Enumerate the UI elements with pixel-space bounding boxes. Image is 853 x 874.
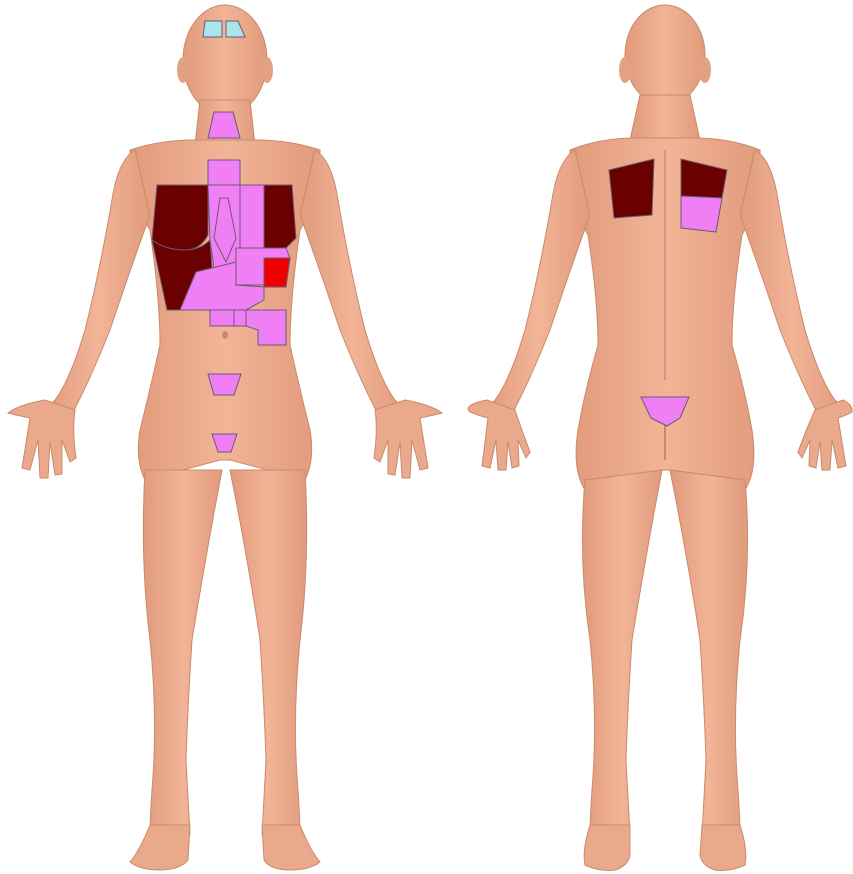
right-breast-region[interactable] [264,185,296,248]
front-navel [222,331,228,339]
back-neck [630,95,700,140]
back-right-ear [699,57,711,83]
back-left-arm [485,150,590,414]
back-left-foot [584,825,630,870]
back-body-figure [468,5,852,870]
back-right-foot [700,825,746,870]
front-left-arm [45,150,150,414]
back-right-arm [740,150,845,414]
front-left-hand [8,400,76,478]
back-left-leg [582,470,662,835]
front-left-ear [177,57,189,83]
front-right-arm [300,150,405,414]
upper-abdomen-left-region[interactable] [210,310,234,326]
forehead-left-region[interactable] [203,21,222,37]
back-left-ear [619,57,631,83]
left-scapula-region[interactable] [609,159,654,218]
back-right-leg [670,470,748,835]
right-flank-region[interactable] [264,258,290,287]
back-left-hand [468,400,530,470]
front-right-hand [374,400,442,478]
back-right-hand [798,400,852,470]
left-breast-region[interactable] [152,185,208,250]
front-head [183,5,267,115]
upper-sternum-region[interactable] [208,160,240,185]
upper-abdomen-center-region[interactable] [234,310,246,326]
right-upper-chest-inner-region[interactable] [240,185,264,248]
front-left-foot [130,825,190,870]
front-right-ear [261,57,273,83]
front-left-leg [143,470,222,835]
right-lower-scapula-region[interactable] [681,196,722,232]
front-right-foot [262,825,320,870]
back-head [625,5,705,105]
front-right-leg [230,470,307,835]
